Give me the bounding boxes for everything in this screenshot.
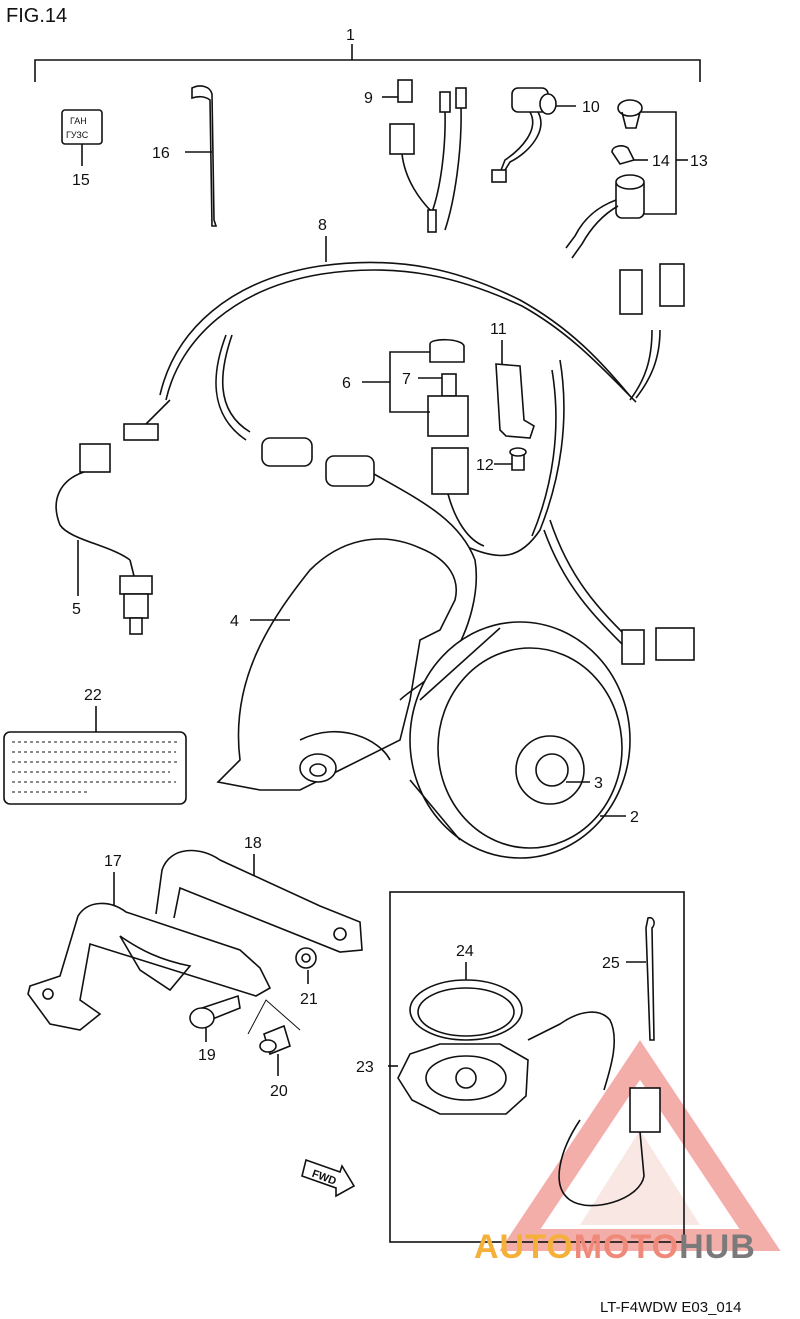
callout-23: 23: [356, 1059, 374, 1076]
callout-22: 22: [84, 687, 102, 704]
bracket-part-1: 1: [34, 27, 701, 82]
watermark-brand: AUTOMOTOHUB: [474, 1228, 756, 1267]
fan-shroud-4: 4: [216, 538, 457, 791]
connector-9: 9: [364, 79, 467, 233]
brand-hub: HUB: [679, 1228, 756, 1266]
watermark-triangle-icon: [499, 1040, 781, 1251]
callout-6: 6: [342, 375, 351, 392]
forward-arrow-icon: FWD: [301, 1158, 356, 1198]
callout-2: 2: [630, 809, 639, 826]
figure-title: FIG.14: [6, 5, 67, 27]
callout-1: 1: [346, 27, 355, 44]
label-sticker-15: ГАН ГУЗС 15: [61, 109, 103, 189]
callout-5: 5: [72, 601, 81, 618]
clamp-tie-16: 16: [152, 85, 218, 227]
callout-4: 4: [230, 613, 239, 630]
callout-17: 17: [104, 853, 122, 870]
figure-code: LT-F4WDW E03_014: [600, 1299, 741, 1316]
callout-11: 11: [490, 321, 507, 338]
callout-12: 12: [476, 457, 494, 474]
bracket-17-18: 17 18: [27, 835, 363, 1031]
bracket-11: 11 12: [476, 321, 535, 474]
bulb-socket-13: 14 13: [565, 99, 708, 259]
pressure-switch-5: 5: [55, 399, 171, 635]
callout-8: 8: [318, 217, 327, 234]
callout-20: 20: [270, 1083, 288, 1100]
callout-9: 9: [364, 90, 373, 107]
callout-19: 19: [198, 1047, 216, 1064]
callout-16: 16: [152, 145, 170, 162]
callout-10: 10: [582, 99, 600, 116]
brand-moto: MOTO: [573, 1228, 680, 1266]
label15-line2: ГУЗС: [66, 130, 89, 140]
switch-10: 10: [491, 87, 600, 183]
callout-14: 14: [652, 153, 670, 170]
caution-label-22: 22: [3, 687, 187, 805]
callout-13: 13: [690, 153, 708, 170]
relay-6: 7 6: [342, 338, 485, 547]
wiring-harness-8: 8: [159, 217, 695, 665]
fasteners-19-20-21: 19 20 21: [189, 947, 318, 1100]
watermark: [499, 1040, 781, 1251]
callout-25: 25: [602, 955, 620, 972]
callout-18: 18: [244, 835, 262, 852]
inset-box-23: 24 23 25: [356, 891, 685, 1243]
callout-7: 7: [402, 371, 411, 388]
cooling-fan-2: 3 2: [409, 621, 639, 859]
callout-24: 24: [456, 943, 474, 960]
callout-15: 15: [72, 172, 90, 189]
callout-21: 21: [300, 991, 318, 1008]
label15-line1: ГАН: [70, 116, 87, 126]
callout-3: 3: [594, 775, 603, 792]
brand-auto: AUTO: [474, 1228, 574, 1266]
